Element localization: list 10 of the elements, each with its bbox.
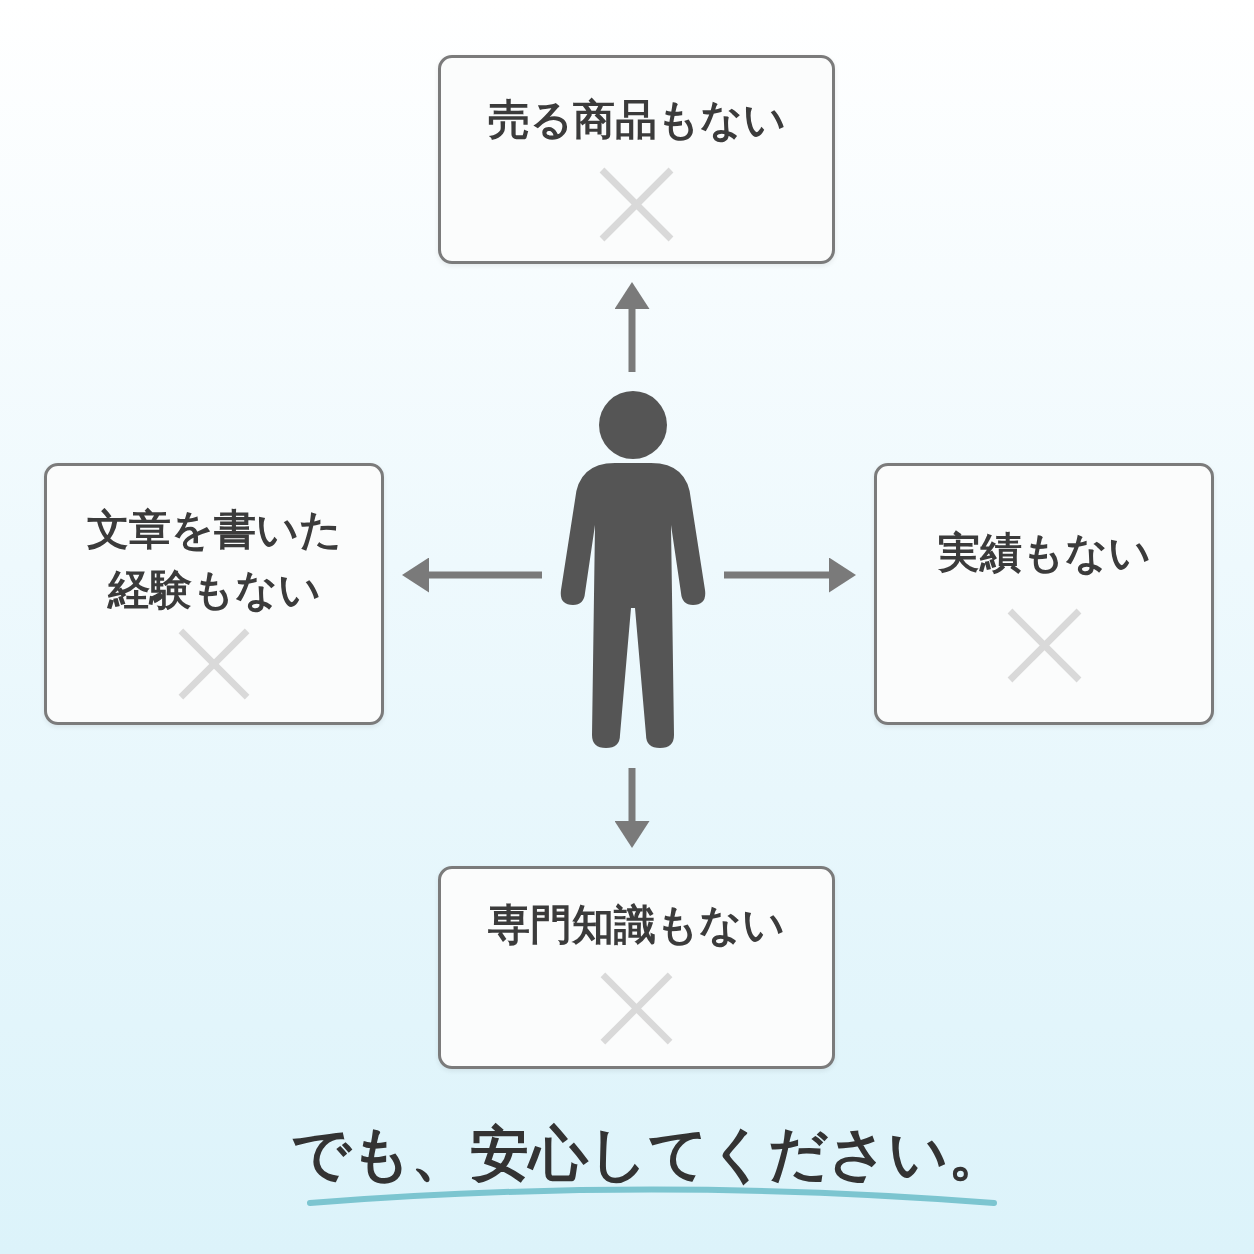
person-silhouette <box>560 390 706 750</box>
card-heading: 実績もない <box>937 527 1151 579</box>
statement-card <box>44 463 384 725</box>
card-heading: 専門知識もない <box>488 899 785 951</box>
statement-card <box>874 463 1214 725</box>
card-heading: 文章を書いた経験もない <box>85 504 343 616</box>
statement-card <box>438 55 835 264</box>
statement-card <box>438 866 835 1069</box>
caption-text: でも、安心してください。 <box>291 1118 1007 1190</box>
card-heading: 売る商品もない <box>487 94 786 146</box>
